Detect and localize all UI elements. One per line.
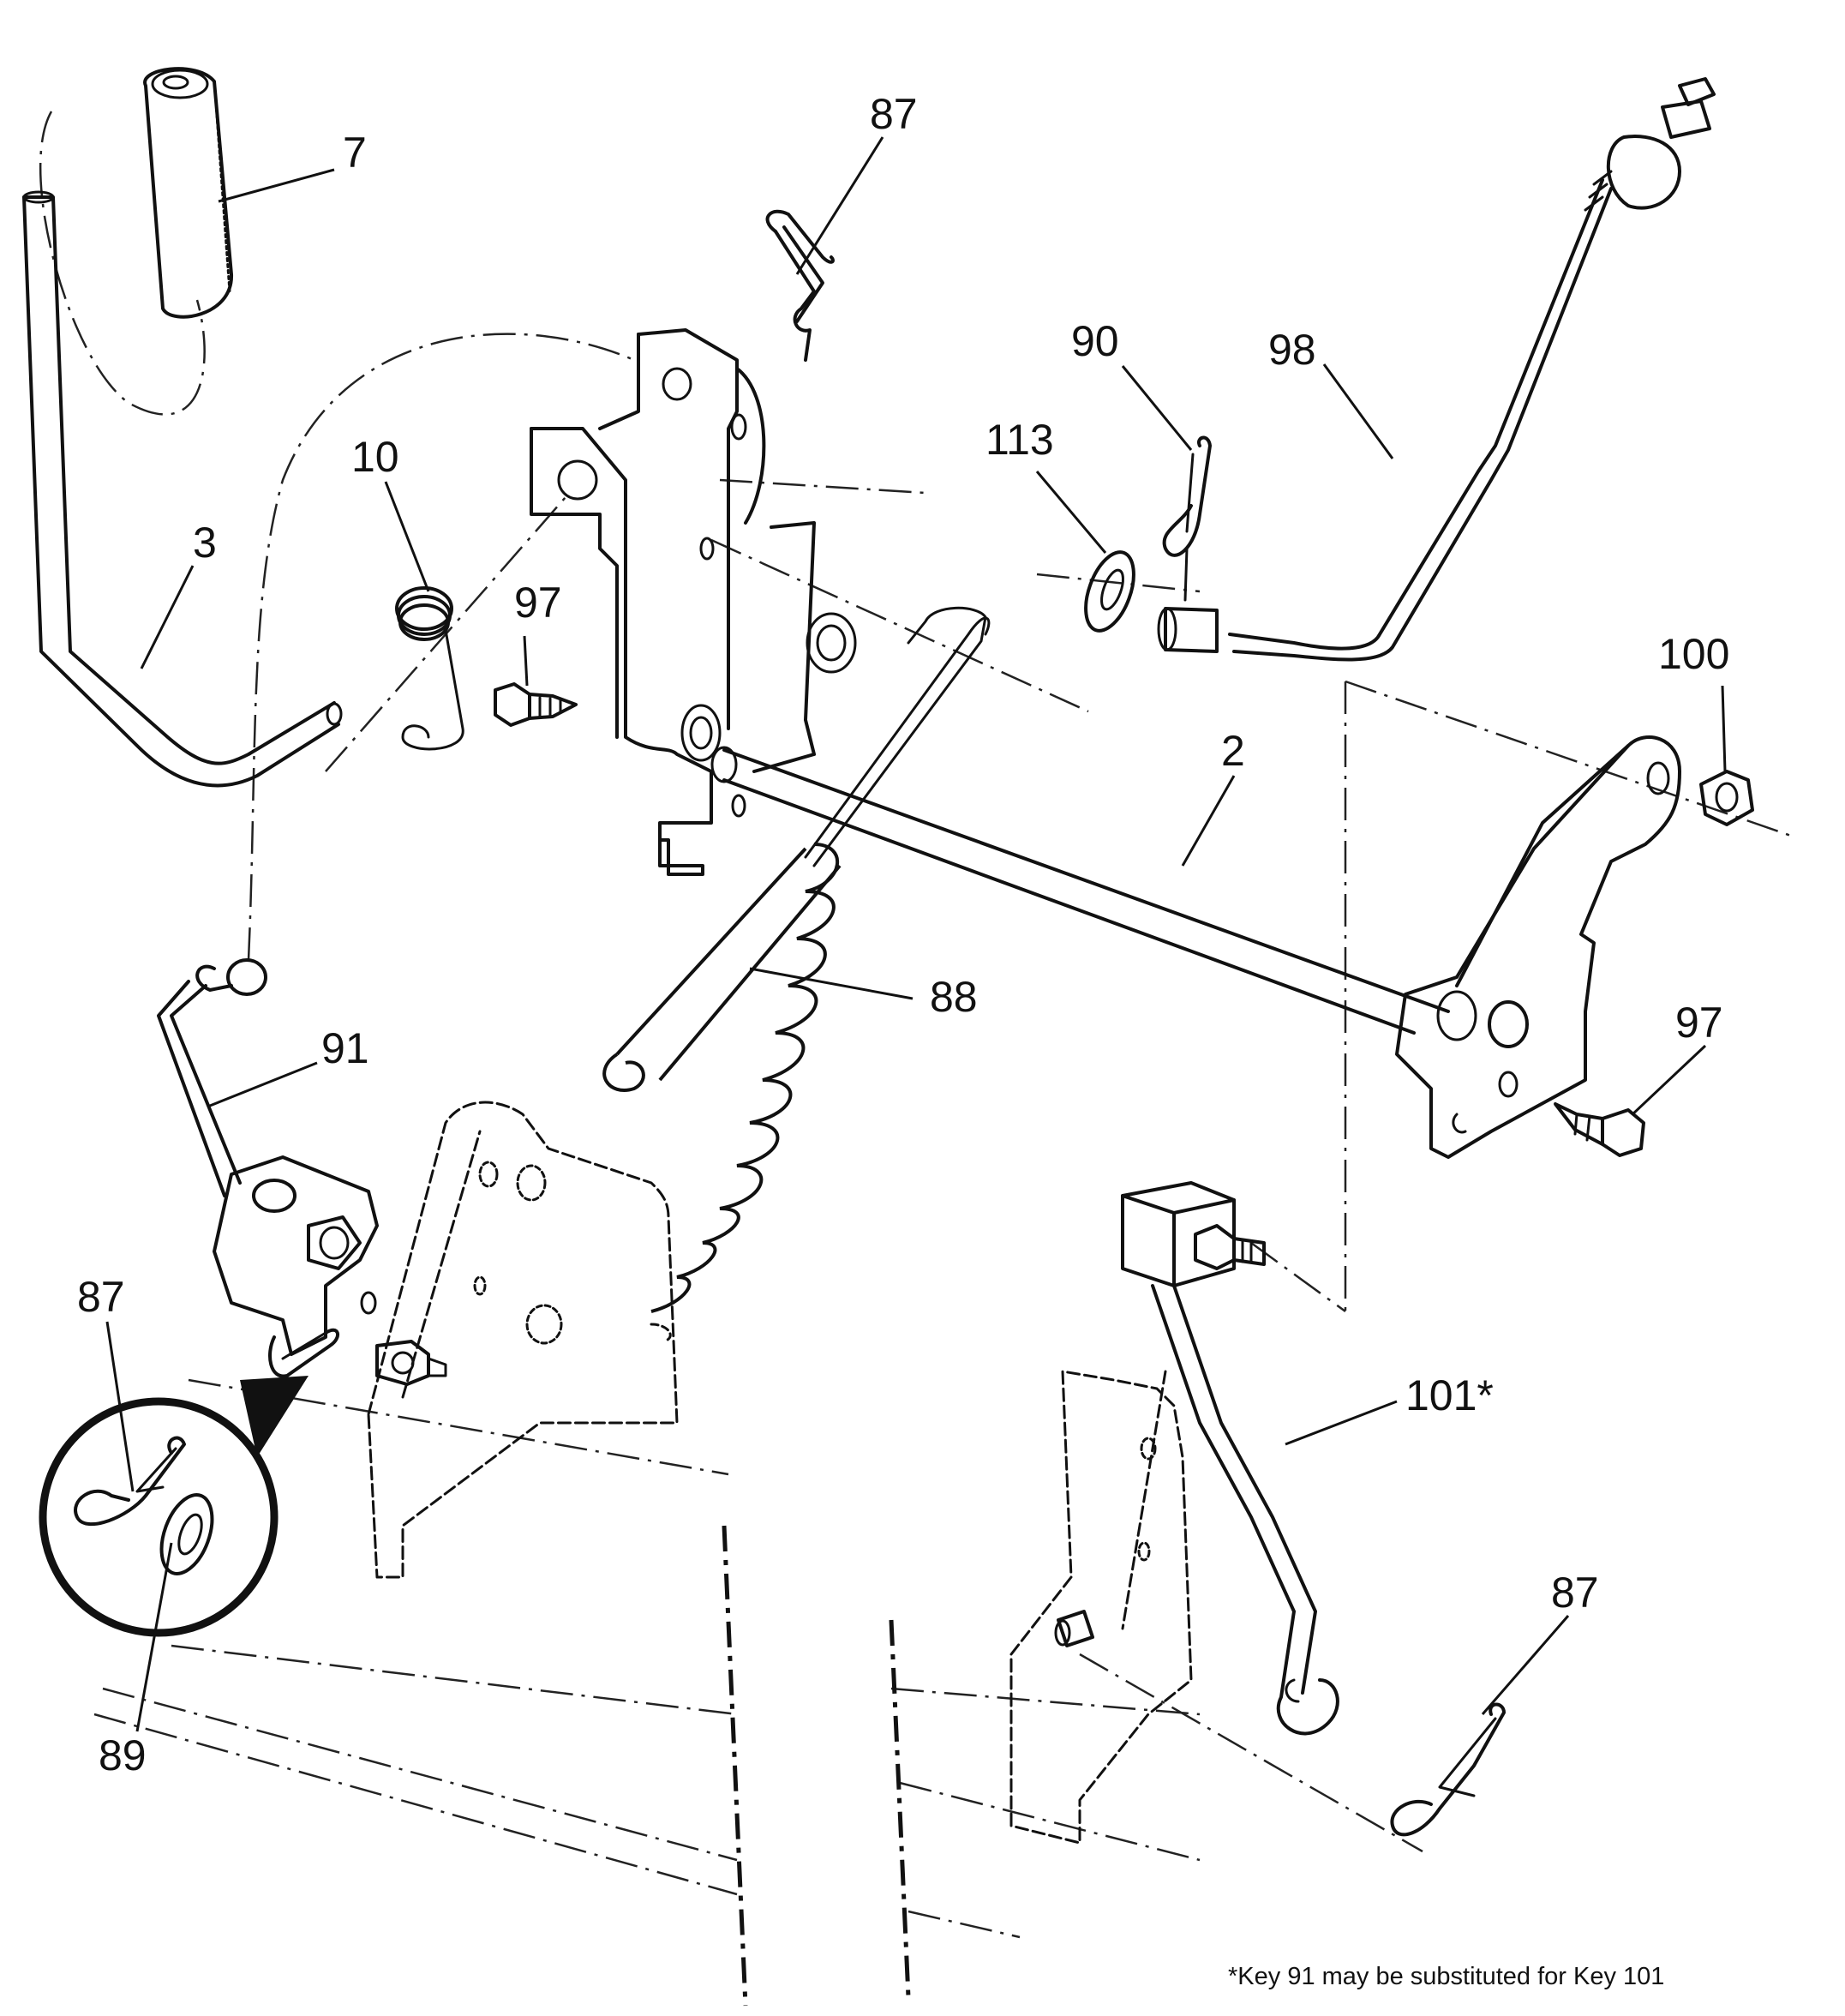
part-2-shaft [710,746,1450,1035]
part-87-clip-left [268,1328,339,1378]
callout-88: 88 [930,973,978,1021]
callout-7: 7 [343,129,367,177]
callout-97-right: 97 [1675,999,1723,1047]
part-87-clip-top [765,209,835,362]
right-bracket [1395,735,1681,1159]
leader-lines [105,136,1727,1732]
part-100-nut [1699,770,1754,826]
callout-98: 98 [1268,326,1316,374]
callout-10: 10 [351,433,399,481]
part-113-washer [1084,550,1135,633]
callout-113: 113 [985,416,1054,464]
callout-87-bottom: 87 [1551,1569,1599,1617]
wire-link [804,606,991,867]
part-87-clip-bottom [1390,1702,1506,1837]
part-7-handle-grip [143,67,234,319]
callout-91: 91 [321,1024,369,1072]
part-97-bolt-right [1554,1102,1645,1157]
callout-101: 101* [1405,1371,1494,1419]
callout-3: 3 [193,519,217,567]
detail-callout-circle [39,1376,308,1637]
footnote: *Key 91 may be substituted for Key 101 [1228,1963,1664,1990]
callout-89: 89 [99,1731,147,1779]
part-91-lift-link [157,958,447,1386]
part-97-bolt-left [494,682,578,727]
part-101-rod [1121,1181,1339,1736]
part-90-clip [1162,435,1212,602]
callout-2: 2 [1221,727,1245,775]
callout-87-top: 87 [870,90,918,138]
part-3-lift-lever [22,190,343,788]
lift-bracket [530,328,857,876]
phantom-plate-right [1009,1370,1193,1845]
part-88-extension-spring [602,843,842,1313]
part-10-spring [395,586,464,751]
callout-87-left: 87 [77,1273,125,1321]
callout-90: 90 [1071,317,1119,365]
phantom-plate-left [367,1101,679,1579]
part-98-rod [1157,77,1716,662]
callout-97-left: 97 [514,579,562,627]
callout-labels: 7 87 3 10 97 90 113 98 100 2 88 91 97 87… [77,90,1729,1779]
callout-100: 100 [1658,630,1729,678]
